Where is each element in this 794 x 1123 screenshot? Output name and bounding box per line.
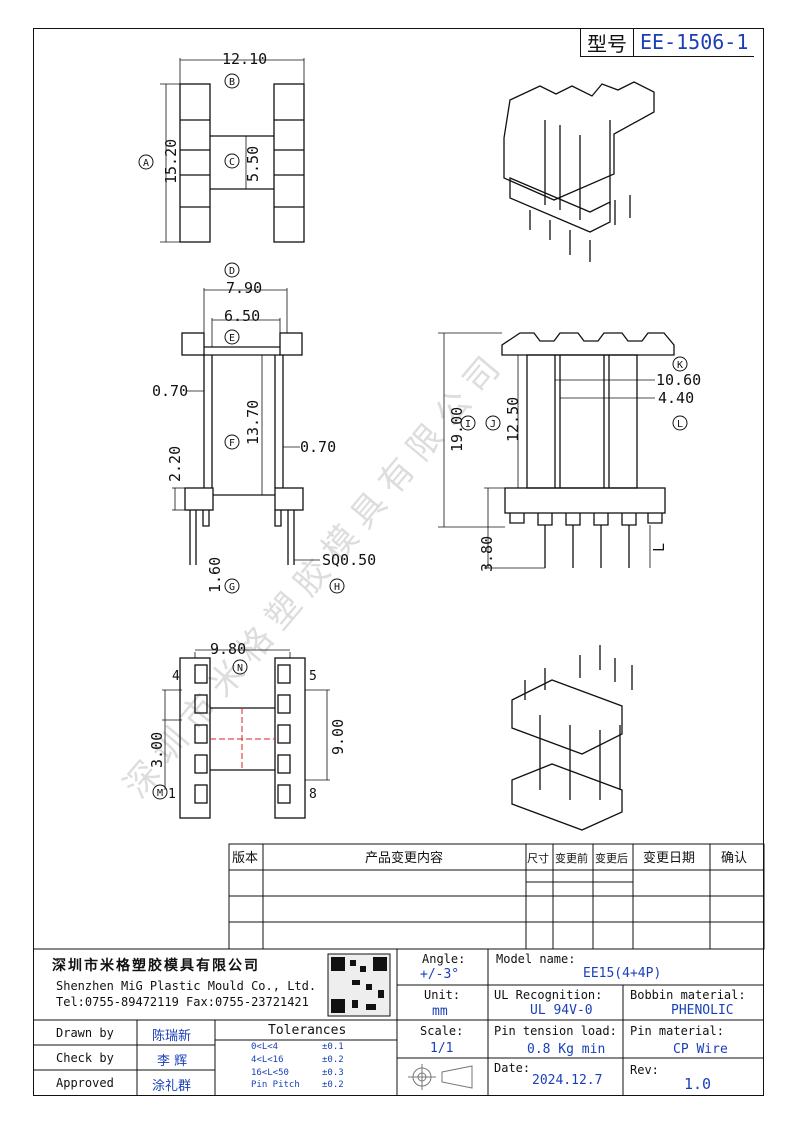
drawing-sheet (33, 28, 764, 1096)
rev-header-version: 版本 (232, 851, 258, 866)
dim-side-width2: 6.50 (224, 307, 260, 325)
pin-material-label: Pin material: (630, 1024, 724, 1038)
check-label: Check by (56, 1051, 114, 1065)
qr-code (331, 957, 387, 1013)
marker-N: N (237, 663, 243, 674)
bobbin-value: PHENOLIC (671, 1003, 734, 1018)
ul-label: UL Recognition: (494, 988, 603, 1002)
dim-bottom-pitch: 3.00 (148, 732, 166, 768)
dim-flange-height: 2.20 (166, 446, 184, 482)
title-block: 型号 EE-1506-1 (580, 28, 755, 57)
marker-M: M (157, 788, 163, 799)
marker-I: I (465, 419, 471, 430)
dim-top-height: 15.20 (162, 139, 180, 184)
pin-label-4: 4 (172, 669, 180, 684)
revision-table (228, 843, 765, 950)
unit-label: Unit: (424, 988, 461, 1002)
marker-F: F (229, 438, 235, 449)
tension-label: Pin tension load: (494, 1024, 617, 1038)
marker-H: H (334, 582, 340, 593)
rev-label: Rev: (630, 1063, 659, 1077)
tol-range-3: 16<L<50 (251, 1068, 289, 1078)
rev-header-after: 变更后 (595, 851, 628, 865)
marker-B: B (229, 77, 235, 88)
angle-value: +/-3° (420, 967, 460, 982)
date-label: Date: (494, 1061, 531, 1075)
drawn-name: 陈瑞新 (152, 1029, 192, 1044)
dim-front-core: 4.40 (658, 389, 694, 407)
bottom-view (162, 649, 330, 819)
dim-bottom-width: 9.80 (210, 640, 246, 658)
dim-wall-right: 0.70 (300, 438, 336, 456)
model-label: Model name: (496, 952, 576, 966)
rev-header-content: 产品变更内容 (365, 850, 443, 866)
front-view (438, 332, 675, 569)
tol-value-3: ±0.3 (322, 1068, 344, 1078)
scale-label: Scale: (420, 1024, 464, 1038)
rev-header-before: 变更前 (555, 851, 588, 865)
tol-range-4: Pin Pitch (251, 1080, 300, 1090)
company-contact: Tel:0755-89472119 Fax:0755-23721421 (56, 995, 309, 1009)
unit-value: mm (432, 1004, 448, 1019)
dim-top-width: 12.10 (222, 50, 267, 68)
model-value: EE15(4+4P) (583, 966, 662, 981)
tol-value-1: ±0.1 (322, 1042, 344, 1052)
side-view (172, 288, 320, 565)
tol-value-2: ±0.2 (322, 1055, 344, 1065)
dim-wall-left: 0.70 (152, 382, 188, 400)
tension-value: 0.8 Kg min (527, 1042, 606, 1057)
dim-bottom-row: 9.00 (329, 719, 347, 755)
tol-value-4: ±0.2 (322, 1080, 344, 1090)
pin-label-1: 1 (168, 787, 176, 802)
ul-value: UL 94V-0 (530, 1003, 593, 1018)
dim-pin-length: 1.60 (206, 557, 224, 593)
rev-header-confirm: 确认 (721, 851, 747, 866)
tolerances-title: Tolerances (268, 1023, 347, 1038)
dim-front-width: 10.60 (656, 371, 701, 389)
marker-D: D (229, 266, 235, 277)
dim-front-L: L (650, 543, 668, 552)
dim-front-height: 19.00 (448, 407, 466, 452)
marker-A: A (143, 158, 149, 169)
check-name: 李 辉 (157, 1054, 188, 1069)
marker-L: L (677, 419, 683, 430)
approved-label: Approved (56, 1076, 114, 1090)
type-label: 型号 (581, 28, 634, 56)
date-value: 2024.12.7 (532, 1073, 603, 1088)
iso-view-top (503, 81, 655, 262)
marker-K: K (677, 360, 683, 371)
bobbin-label: Bobbin material: (630, 988, 746, 1002)
marker-G: G (229, 582, 235, 593)
dim-inner-height: 13.70 (244, 400, 262, 445)
marker-J: J (490, 419, 496, 430)
tol-range-2: 4<L<16 (251, 1055, 284, 1065)
approved-name: 涂礼群 (152, 1079, 192, 1094)
company-name-cn: 深圳市米格塑胶模具有限公司 (52, 958, 260, 974)
dim-front-pin: 3.80 (478, 536, 496, 572)
scale-value: 1/1 (430, 1041, 454, 1056)
pin-material-value: CP Wire (673, 1042, 728, 1057)
angle-label: Angle: (422, 952, 466, 966)
rev-header-date: 变更日期 (643, 850, 695, 866)
dim-top-inner: 5.50 (244, 146, 262, 182)
dim-pin-square: SQ0.50 (322, 551, 376, 569)
marker-E: E (229, 333, 235, 344)
tol-range-1: 0<L<4 (251, 1042, 279, 1052)
dim-side-width1: 7.90 (226, 279, 262, 297)
model-code: EE-1506-1 (640, 30, 749, 54)
projection-symbol (408, 1064, 473, 1090)
marker-C: C (229, 157, 235, 168)
pin-label-8: 8 (309, 787, 317, 802)
rev-value: 1.0 (684, 1075, 712, 1093)
rev-header-size: 尺寸 (527, 851, 549, 865)
drawn-label: Drawn by (56, 1026, 114, 1040)
pin-label-5: 5 (309, 669, 317, 684)
company-name-en: Shenzhen MiG Plastic Mould Co., Ltd. (56, 979, 317, 993)
dim-front-winding: 12.50 (504, 397, 522, 442)
iso-view-bottom (511, 645, 633, 831)
top-view (160, 58, 305, 243)
